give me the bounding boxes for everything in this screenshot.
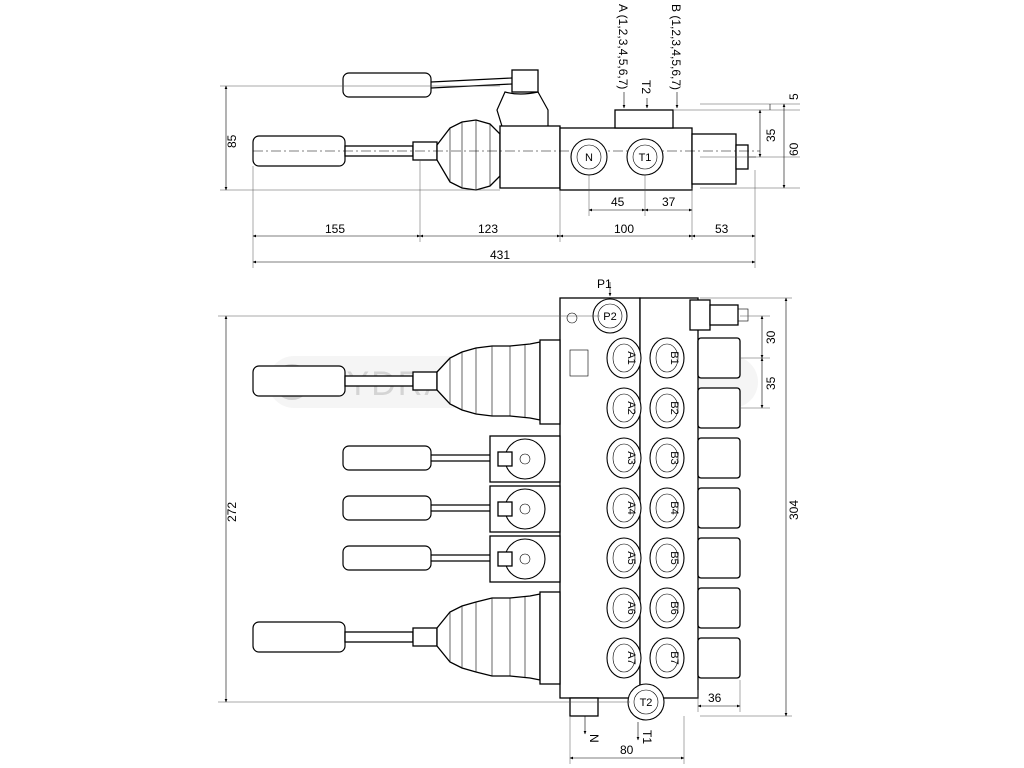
port-a7: A7 [606,637,642,679]
port-b5-label: B5 [668,551,680,564]
label-n-front: N [587,734,601,743]
port-b1: B1 [649,337,685,379]
port-n-top: N [570,138,608,176]
port-b7-label: B7 [668,651,680,664]
dim-272: 272 [225,502,239,522]
spool-6-joystick [252,591,561,685]
spool-caps [697,337,741,679]
port-a3-label: A3 [625,451,637,464]
dim-431: 431 [490,248,510,262]
port-a5: A5 [606,537,642,579]
port-a1-label: A1 [625,351,637,364]
top-view: N T1 A (1,2,3,4,5,6,7) B (1,2,3,4,5,6,7)… [220,4,801,268]
port-a4: A4 [606,487,642,529]
port-block-top [614,109,674,129]
end-cap-top [691,133,737,185]
dim-123: 123 [478,222,498,236]
port-p2: P2 [592,298,628,334]
bottom-boss-front [569,697,599,717]
port-a1: A1 [606,337,642,379]
port-b3: B3 [649,437,685,479]
relief-adjuster [709,304,739,326]
port-a7-label: A7 [625,651,637,664]
port-b3-label: B3 [668,451,680,464]
dim-155: 155 [325,222,345,236]
port-b7: B7 [649,637,685,679]
upper-handle-grip [342,72,432,98]
dim-100: 100 [614,222,634,236]
port-a4-label: A4 [625,501,637,514]
port-t1-top: T1 [626,138,664,176]
dim-35-front: 35 [764,376,778,390]
relief-cartridge [689,299,711,331]
label-t1-front: T1 [640,730,654,744]
port-a6: A6 [606,587,642,629]
port-a6-label: A6 [625,601,637,614]
valve-body-top [559,127,693,191]
svg-text:T1: T1 [639,152,652,164]
dim-30: 30 [764,330,778,344]
spool-1-joystick [252,339,561,425]
upper-lever-joint [511,69,539,93]
port-b6: B6 [649,587,685,629]
dim-35-top: 35 [764,128,778,142]
spool-4-lever [342,485,561,533]
dim-304: 304 [787,500,801,520]
label-t2-top: T2 [639,80,653,94]
port-t2-front: T2 [627,683,665,721]
port-b5: B5 [649,537,685,579]
bellows-top [436,119,501,191]
label-a-ports: A (1,2,3,4,5,6,7) [616,4,630,89]
spool-3-lever [342,435,561,483]
dim-80: 80 [620,743,634,757]
dim-36: 36 [708,691,722,705]
dim-37: 37 [662,195,676,209]
port-b2-label: B2 [668,401,680,414]
port-b6-label: B6 [668,601,680,614]
port-a2-label: A2 [625,401,637,414]
port-b4-label: B4 [668,501,680,514]
spool-5-lever [342,535,561,583]
svg-text:P2: P2 [603,311,616,323]
label-b-ports: B (1,2,3,4,5,6,7) [669,4,683,90]
port-b2: B2 [649,387,685,429]
port-a2: A2 [606,387,642,429]
spool-housing-top [499,125,561,189]
dim-85: 85 [225,134,239,148]
port-a5-label: A5 [625,551,637,564]
port-a3: A3 [606,437,642,479]
svg-text:N: N [585,152,593,164]
dim-60: 60 [787,142,801,156]
dim-45: 45 [611,195,625,209]
svg-text:T2: T2 [640,697,653,709]
dim-53: 53 [715,222,729,236]
label-p1: P1 [597,277,612,291]
port-b1-label: B1 [668,351,680,364]
port-b4: B4 [649,487,685,529]
dim-5: 5 [787,93,801,100]
